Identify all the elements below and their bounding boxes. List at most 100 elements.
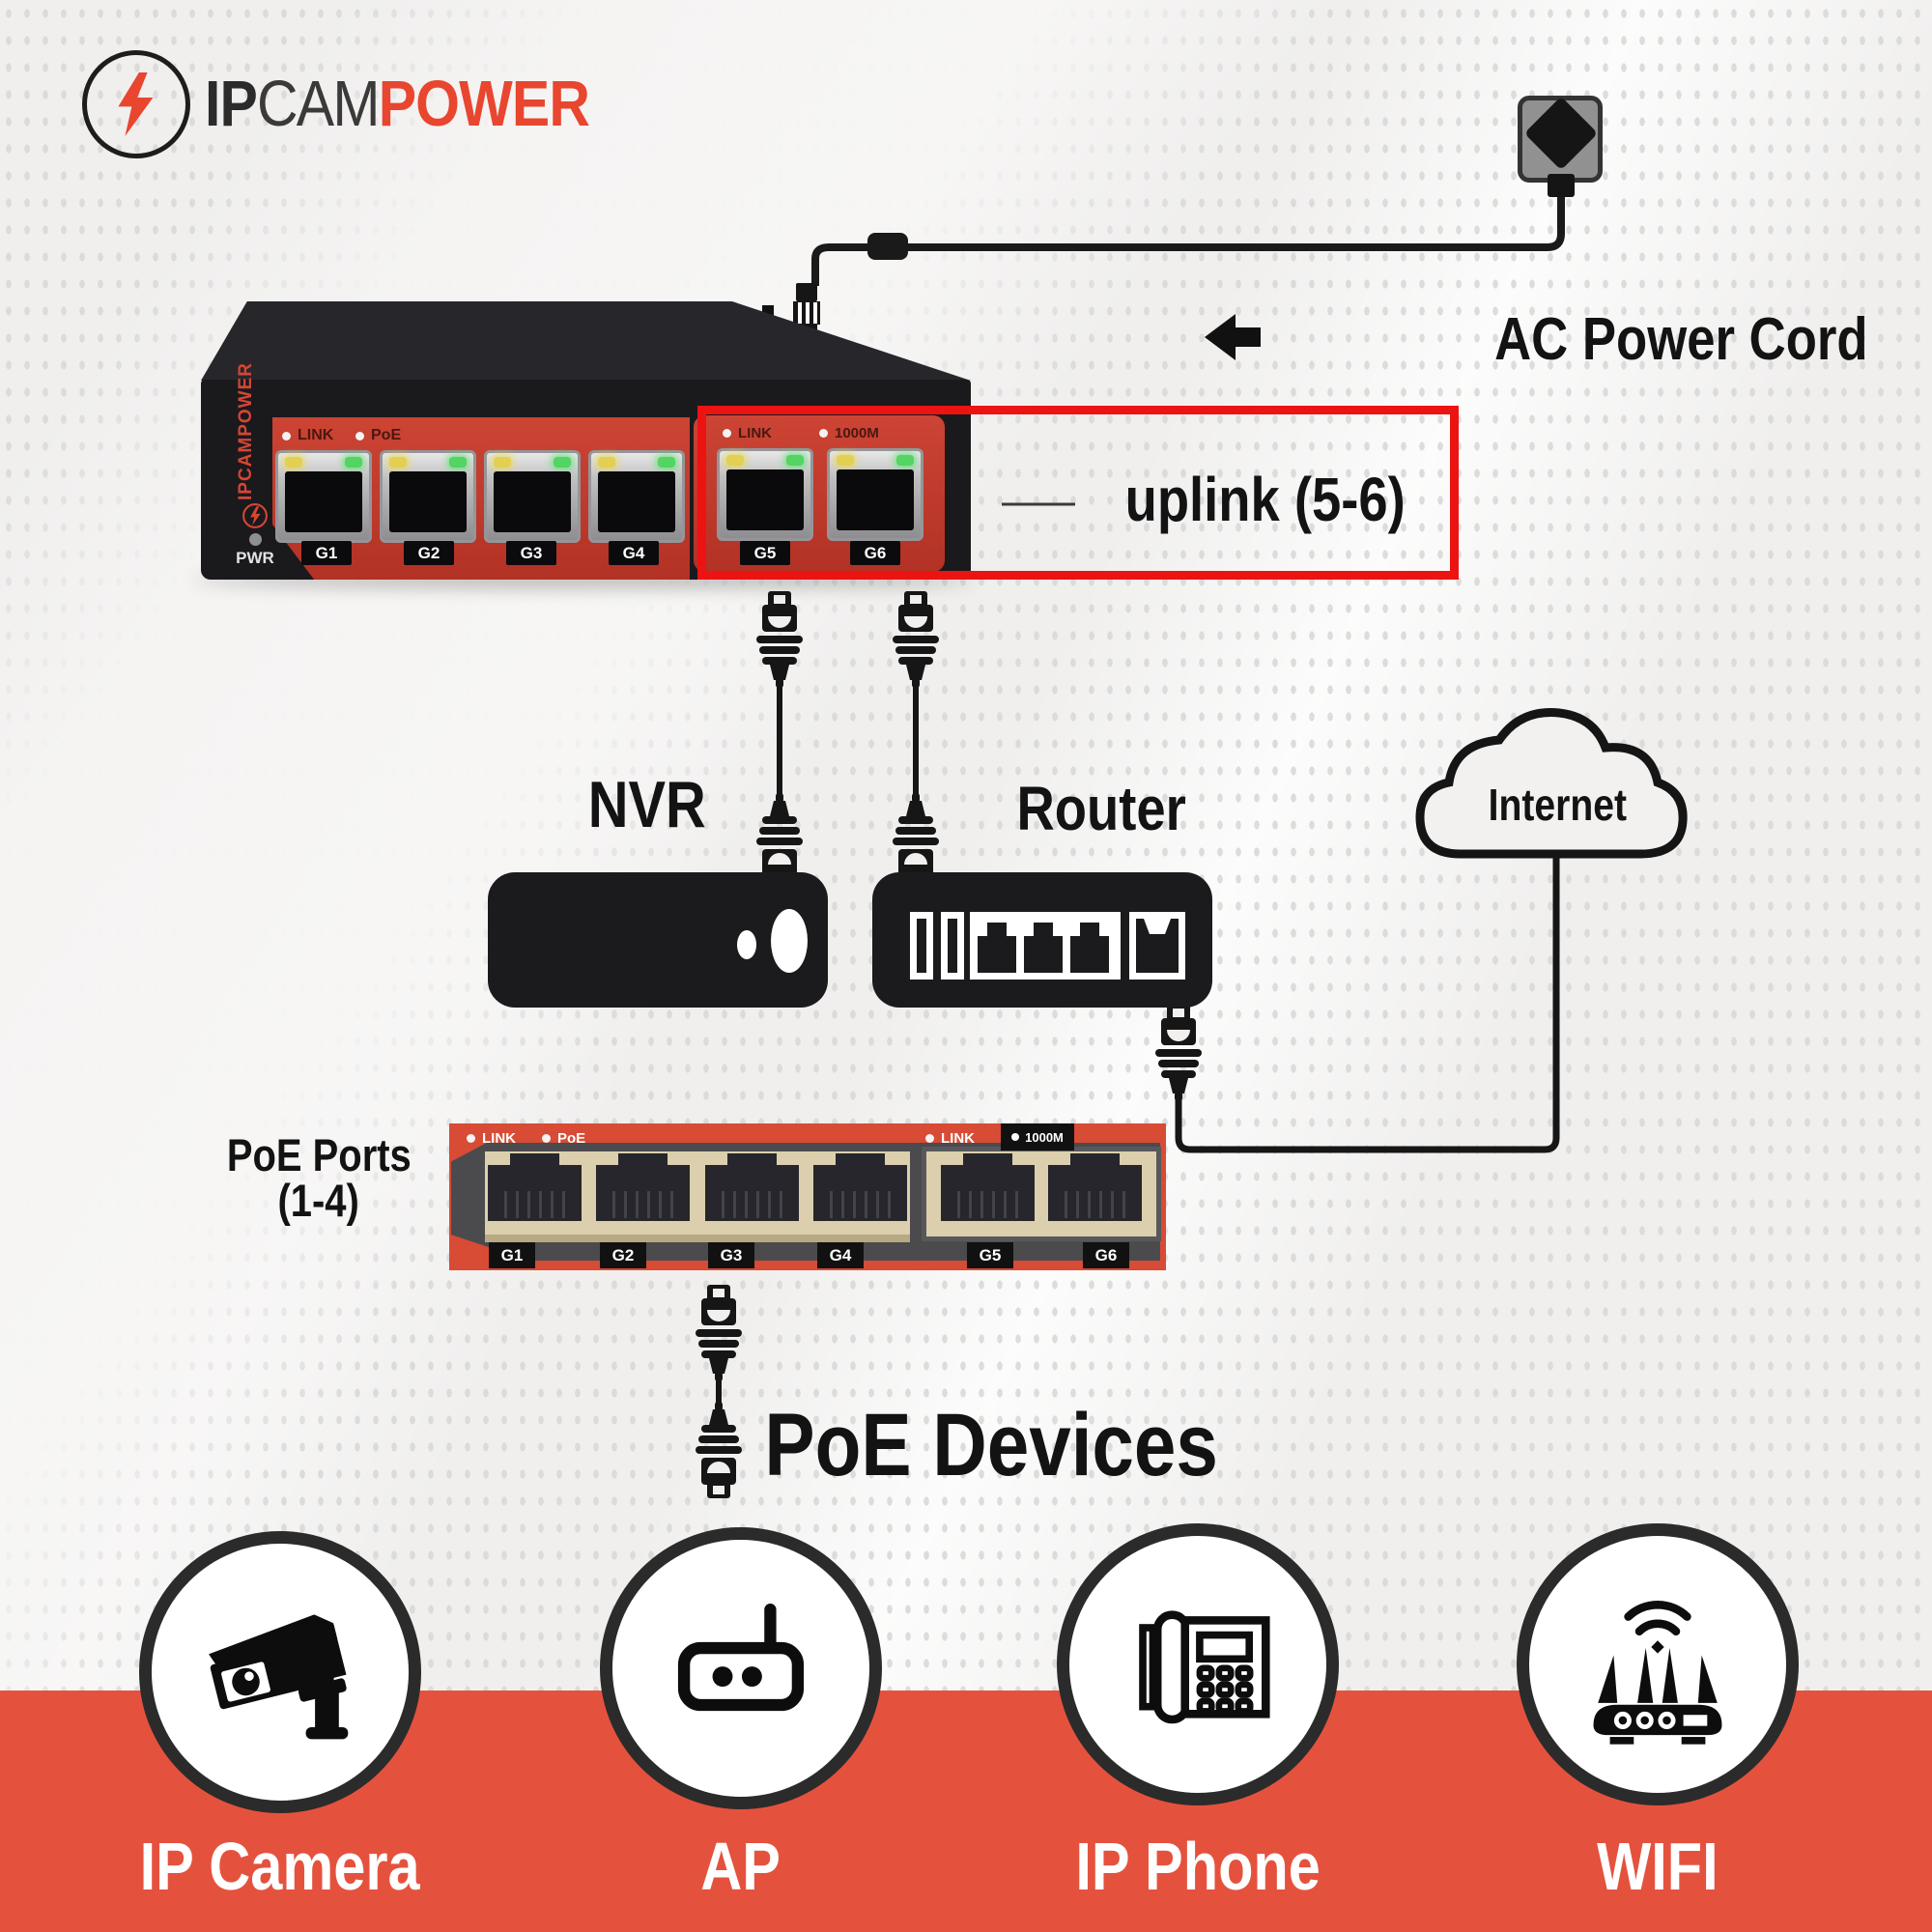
switch-port-row <box>275 450 685 543</box>
port-jack <box>837 469 914 530</box>
ip-camera-icon <box>209 1614 349 1740</box>
switch-side-brand: IPCAMPOWER <box>236 362 256 500</box>
port-jack <box>389 471 467 532</box>
uplink-port-row <box>717 448 923 541</box>
rj45-port <box>588 450 685 543</box>
yellow-led <box>598 457 615 468</box>
green-led <box>449 457 467 468</box>
green-led <box>345 457 362 468</box>
logo-circle <box>82 50 190 158</box>
pwr-led <box>249 533 262 546</box>
diagram-poe-port-group <box>485 1151 910 1242</box>
yellow-led <box>285 457 302 468</box>
poe-led-label: PoE <box>542 1130 585 1147</box>
device-label: WIFI <box>1597 1829 1719 1904</box>
uplink-label: uplink (5-6) <box>1124 465 1406 534</box>
device-label: IP Phone <box>1075 1829 1321 1904</box>
led-dot <box>282 431 291 440</box>
router-label: Router <box>1016 774 1186 843</box>
poe-switch-diagram <box>449 1123 1166 1270</box>
uplink-callout-box <box>697 406 1459 580</box>
rj45-port <box>717 448 813 541</box>
diagram-uplink-port-group <box>922 1147 1161 1241</box>
1000m-led-label: 1000M <box>819 425 879 441</box>
led-dot <box>819 429 828 438</box>
dc-plug-icon <box>796 283 817 301</box>
brand-wordmark: IPCAMPOWER <box>205 56 641 153</box>
port-label: G2 <box>600 1242 646 1268</box>
rj45-port <box>484 450 581 543</box>
port-label: G1 <box>301 541 352 565</box>
port-jack <box>598 471 675 532</box>
ac-power-cord-label: AC Power Cord <box>1493 306 1868 373</box>
nvr-label: NVR <box>587 768 707 841</box>
link-led-label: LINK <box>925 1130 975 1147</box>
yellow-led <box>726 455 744 466</box>
green-led <box>896 455 914 466</box>
device-label: IP Camera <box>140 1829 420 1904</box>
device-circle <box>1057 1523 1339 1805</box>
port-label: G4 <box>817 1242 864 1268</box>
switch-port-labels: G1 G2 G3 G4 <box>275 541 685 565</box>
yellow-led <box>837 455 854 466</box>
brand-cam: CAM <box>256 68 381 140</box>
ip-phone-icon <box>1139 1610 1270 1724</box>
rj45-port <box>596 1153 691 1221</box>
rj45-port <box>812 1153 907 1221</box>
port-label: G6 <box>850 541 900 565</box>
yellow-led <box>494 457 511 468</box>
device-circle <box>600 1527 882 1809</box>
rj45-port <box>275 450 372 543</box>
yellow-led <box>389 457 407 468</box>
green-led <box>554 457 571 468</box>
wifi-router-icon <box>1593 1601 1722 1745</box>
internet-cloud-icon <box>1403 701 1702 875</box>
access-point-icon <box>677 1604 805 1712</box>
1000m-led-label: 1000M <box>1001 1123 1074 1151</box>
nvr-icon <box>488 872 828 1008</box>
device-circle <box>1517 1523 1799 1805</box>
led-dot <box>1011 1133 1020 1141</box>
green-led <box>786 455 804 466</box>
link-led-label: LINK <box>282 427 333 444</box>
port-label: G3 <box>708 1242 754 1268</box>
port-label: G3 <box>506 541 556 565</box>
led-dot <box>723 429 731 438</box>
green-led <box>658 457 675 468</box>
outlet-socket <box>1523 96 1599 171</box>
rj45-port <box>940 1153 1035 1221</box>
port-label: G5 <box>967 1242 1013 1268</box>
poe-led-label: PoE <box>355 427 401 444</box>
uplink-port-labels: G5 G6 <box>717 541 923 565</box>
device-circle <box>139 1531 421 1813</box>
link-led-label: LINK <box>723 425 772 441</box>
brand-ip: IP <box>205 68 258 140</box>
port-label: G5 <box>740 541 790 565</box>
link-led-label: LINK <box>467 1130 516 1147</box>
poe-ports-caption-line1: PoE Ports <box>226 1129 412 1180</box>
router-icon <box>872 872 1212 1008</box>
port-jack <box>726 469 804 530</box>
poe-ports-caption: PoE Ports (1-4) <box>208 1132 430 1223</box>
port-label: G1 <box>489 1242 535 1268</box>
rj45-port <box>488 1153 582 1221</box>
power-outlet-icon <box>1518 96 1603 183</box>
rj45-port <box>380 450 476 543</box>
dc-plug-stripes <box>793 301 820 325</box>
poe-ports-caption-line2: (1-4) <box>277 1175 360 1226</box>
port-label: G6 <box>1083 1242 1129 1268</box>
poe-devices-label: PoE Devices <box>764 1396 1218 1494</box>
port-label: G4 <box>609 541 659 565</box>
device-label: AP <box>700 1829 781 1904</box>
outlet-plug <box>1548 174 1575 197</box>
lightning-icon <box>118 71 154 137</box>
pwr-label: PWR <box>236 549 274 567</box>
port-jack <box>285 471 362 532</box>
port-label: G2 <box>404 541 454 565</box>
rj45-port <box>827 448 923 541</box>
led-dot <box>355 431 364 440</box>
rj45-port <box>704 1153 799 1221</box>
internet-label: Internet <box>1488 780 1627 830</box>
brand-power: POWER <box>378 68 590 140</box>
